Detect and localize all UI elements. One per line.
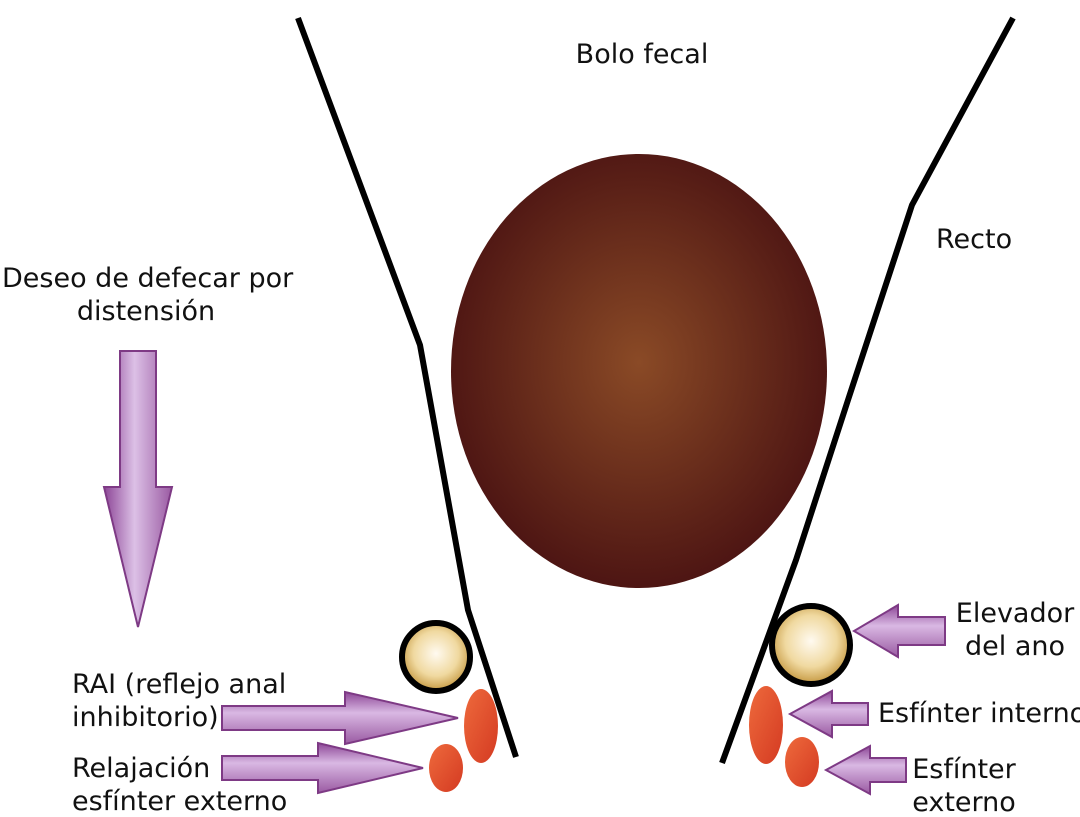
label-esfinter-externo-line1: Esfínter <box>908 753 1020 786</box>
internal-sphincter-left <box>464 689 498 763</box>
label-recto: Recto <box>936 223 1012 256</box>
label-elevador-ano: Elevador del ano <box>950 597 1080 663</box>
arrow-left-icon <box>790 691 868 737</box>
arrow-down-icon <box>104 351 172 627</box>
internal-sphincter-right <box>749 686 783 764</box>
label-bolo-fecal-text: Bolo fecal <box>576 39 709 70</box>
label-elevador-line2: del ano <box>950 630 1080 663</box>
arrow-left-icon <box>854 605 945 657</box>
label-deseo-line1: Deseo de defecar por <box>2 262 290 295</box>
levator-ani-right <box>772 606 850 684</box>
label-relajacion-line2: esfínter externo <box>72 785 287 817</box>
levator-ani-left <box>402 623 470 691</box>
label-recto-text: Recto <box>936 224 1012 255</box>
label-rai: RAI (reflejo anal inhibitorio) <box>72 668 286 734</box>
fecal-bolus <box>451 154 827 588</box>
label-elevador-line1: Elevador <box>950 597 1080 630</box>
label-esfinter-interno-text: Esfínter interno <box>878 698 1080 729</box>
label-rai-line2: inhibitorio) <box>72 701 286 734</box>
label-relajacion-line1: Relajación <box>72 752 287 785</box>
label-deseo-line2: distensión <box>2 295 290 328</box>
label-relajacion: Relajación esfínter externo <box>72 752 287 817</box>
external-sphincter-right <box>785 737 819 787</box>
external-sphincter-left <box>429 744 463 792</box>
label-rai-line1: RAI (reflejo anal <box>72 668 286 701</box>
label-esfinter-interno: Esfínter interno <box>878 697 1080 730</box>
label-esfinter-externo: Esfínter externo <box>908 753 1020 817</box>
label-deseo-defecar: Deseo de defecar por distensión <box>2 262 290 328</box>
arrow-left-icon <box>826 746 906 794</box>
label-bolo-fecal: Bolo fecal <box>562 38 722 71</box>
label-esfinter-externo-line2: externo <box>908 786 1020 817</box>
